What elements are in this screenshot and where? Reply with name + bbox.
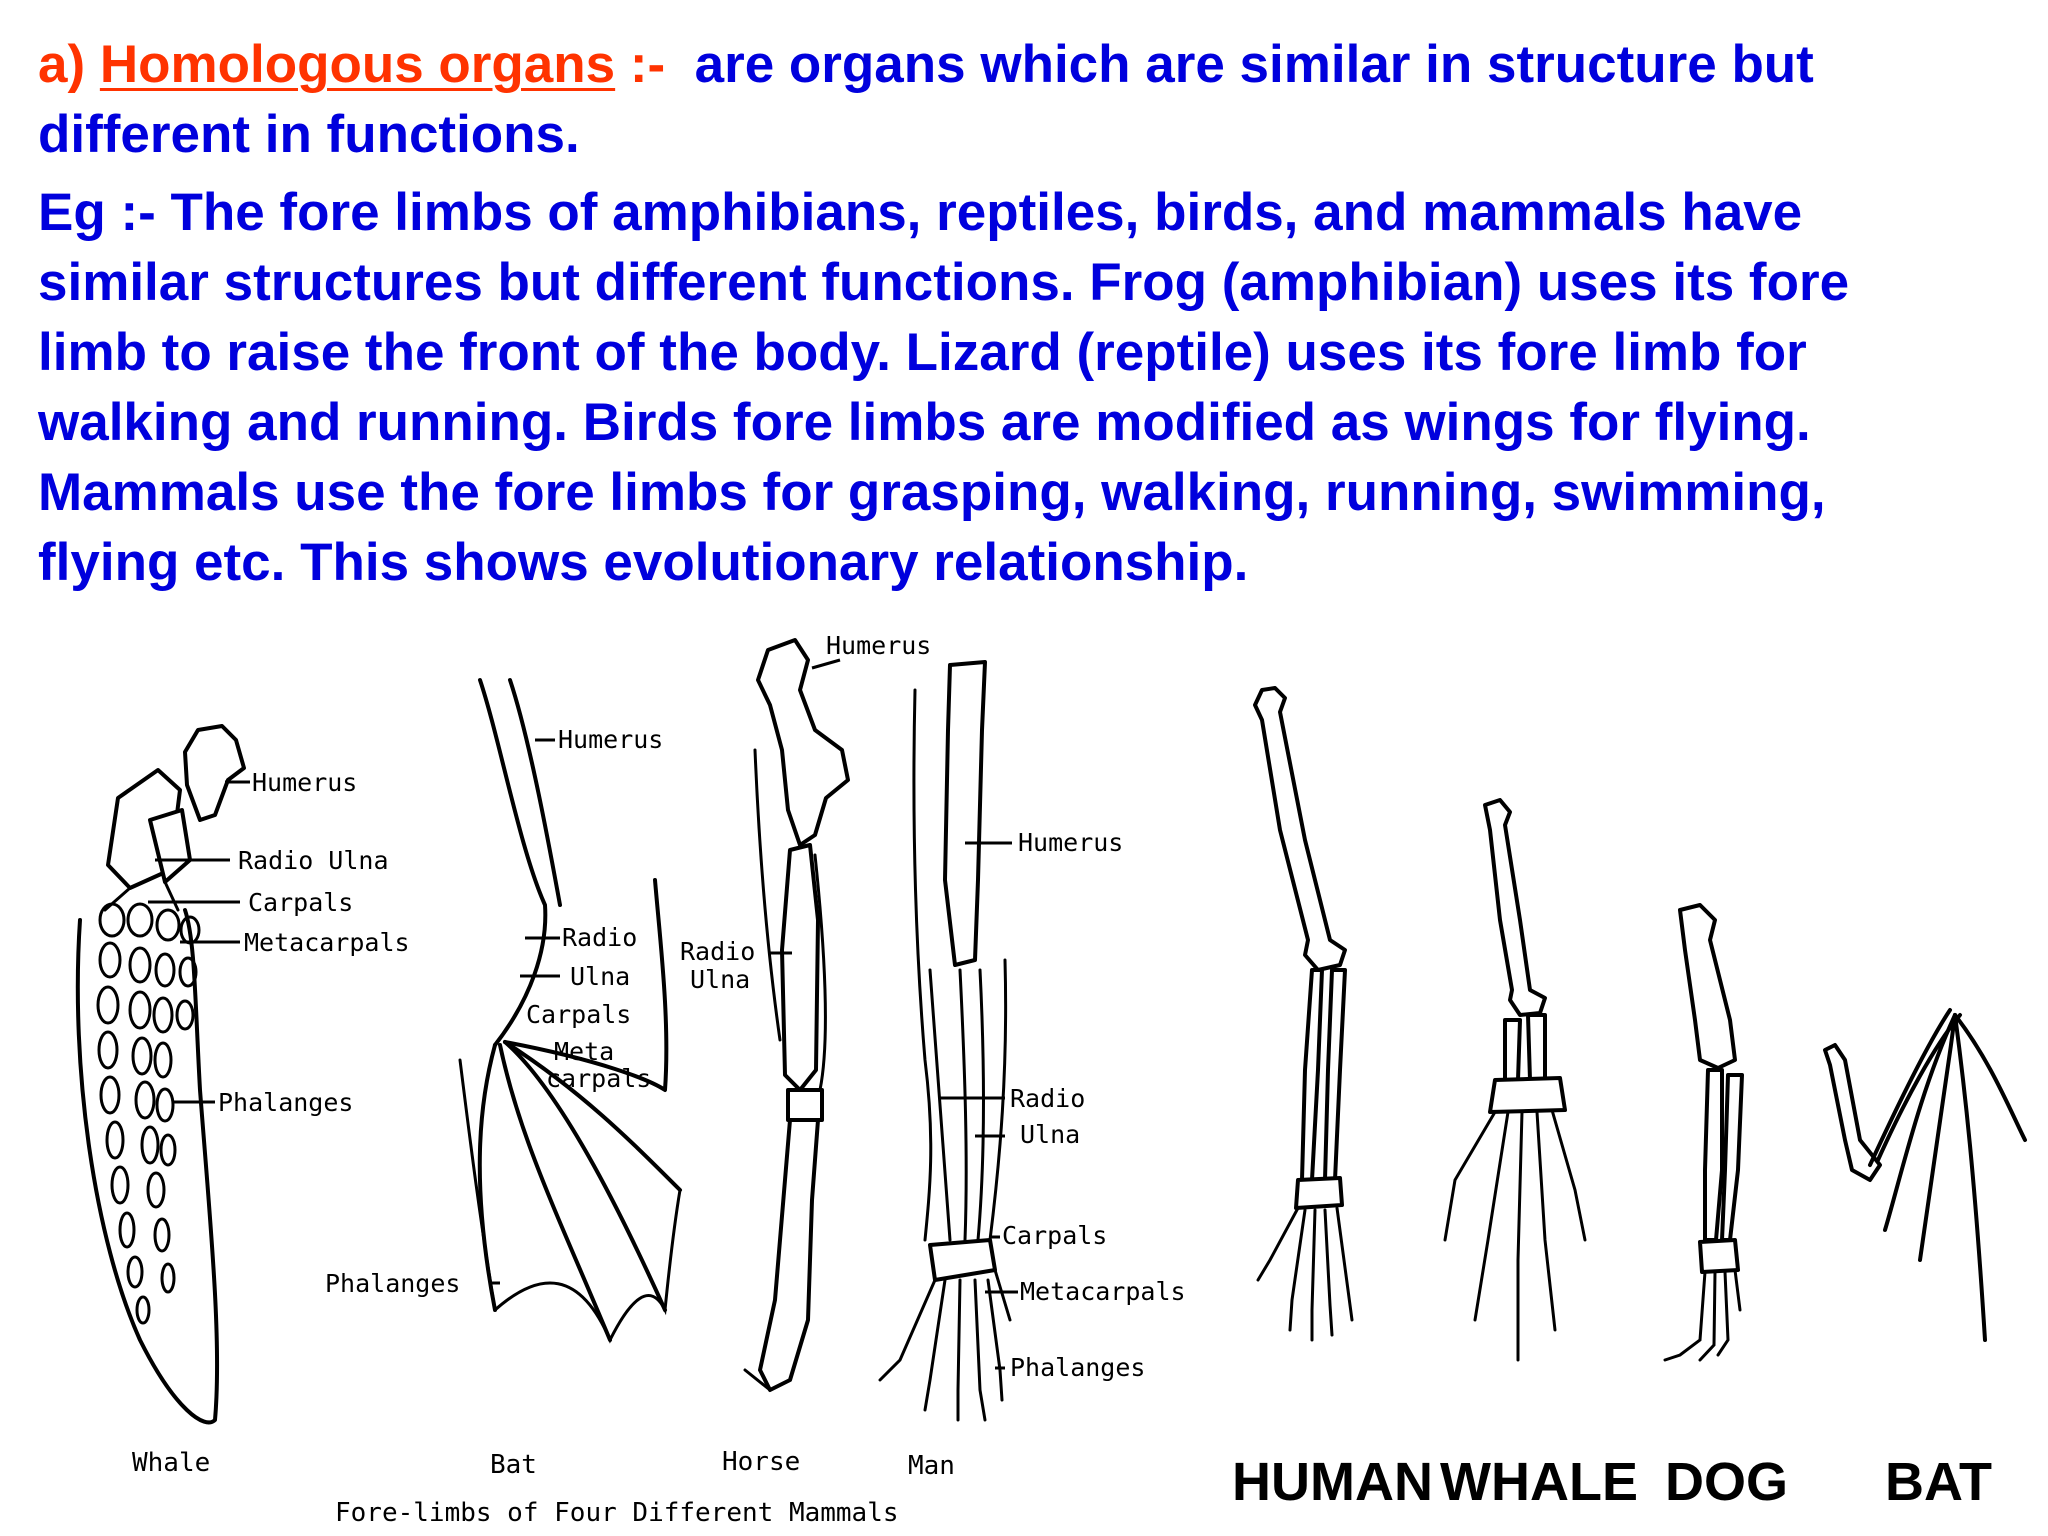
whale-label-carpals: Carpals bbox=[248, 888, 353, 917]
whale-humerus-bone bbox=[183, 724, 246, 822]
man-label-ulna: Ulna bbox=[1020, 1120, 1080, 1149]
four-mammals-figure: Humerus Radio Ulna Carpals Metacarpals P… bbox=[75, 631, 1186, 1528]
bat-label-carpals: Carpals bbox=[526, 1000, 631, 1029]
whale-name: Whale bbox=[132, 1448, 210, 1478]
term-homologous-organs: Homologous organs bbox=[99, 35, 616, 94]
bat-label-phalanges: Phalanges bbox=[325, 1269, 460, 1298]
man-label-carpals: Carpals bbox=[1002, 1221, 1107, 1250]
man-label-phalanges: Phalanges bbox=[1010, 1353, 1145, 1382]
left-figure-caption: Fore-limbs of Four Different Mammals bbox=[335, 1498, 899, 1528]
whale-label-radio-ulna: Radio Ulna bbox=[238, 846, 389, 875]
man-label-metacarpals: Metacarpals bbox=[1020, 1277, 1186, 1306]
horse-leg-drawing: Radio Ulna Horse bbox=[680, 638, 850, 1477]
intro-line-1: a) Homologous organs :- are organs which… bbox=[38, 30, 2028, 100]
whale-label-humerus: Humerus bbox=[252, 768, 357, 797]
bat-label-radio: Radio bbox=[562, 923, 637, 952]
example-line-4: walking and running. Birds fore limbs ar… bbox=[38, 393, 1811, 452]
four-limbs-figure: HUMAN WHALE DOG bbox=[1232, 686, 2027, 1512]
horse-humerus-bone bbox=[756, 638, 850, 847]
horse-name: Horse bbox=[722, 1447, 800, 1477]
definition-line-2: different in functions. bbox=[38, 105, 580, 164]
whale-limb-drawing: WHALE bbox=[1440, 798, 1638, 1512]
whale-label-phalanges: Phalanges bbox=[218, 1088, 353, 1117]
horse-label-ulna: Ulna bbox=[690, 965, 750, 994]
example-line-6: flying etc. This shows evolutionary rela… bbox=[38, 533, 1249, 592]
label-whale: WHALE bbox=[1440, 1452, 1638, 1512]
item-prefix: a) bbox=[38, 35, 100, 94]
whale-label-metacarpals: Metacarpals bbox=[244, 928, 410, 957]
example-line-1: Eg :- The fore limbs of amphibians, rept… bbox=[38, 183, 1803, 242]
example-line-5: Mammals use the fore limbs for grasping,… bbox=[38, 463, 1826, 522]
label-dog: DOG bbox=[1665, 1452, 1788, 1512]
forelimb-diagram: Humerus Radio Ulna Carpals Metacarpals P… bbox=[75, 631, 2027, 1528]
bat-wing-drawing: Humerus Radio Ulna Carpals Meta carpals … bbox=[325, 678, 682, 1480]
whale-flipper-drawing: Humerus Radio Ulna Carpals Metacarpals P… bbox=[75, 724, 410, 1478]
slide-text: a) Homologous organs :- are organs which… bbox=[38, 30, 2028, 598]
term-separator: :- bbox=[615, 35, 666, 94]
bat-limb-drawing: BAT bbox=[1823, 1008, 2027, 1512]
man-humerus-bone bbox=[943, 660, 987, 967]
label-human: HUMAN bbox=[1232, 1452, 1433, 1512]
definition-line-1: are organs which are similar in structur… bbox=[694, 35, 1814, 94]
bat-label-carpals2: carpals bbox=[546, 1064, 651, 1093]
label-bat: BAT bbox=[1885, 1452, 1992, 1512]
bat-label-humerus: Humerus bbox=[558, 725, 663, 754]
man-label-radio: Radio bbox=[1010, 1084, 1085, 1113]
horse-label-radio: Radio bbox=[680, 937, 755, 966]
horse-label-humerus: Humerus bbox=[826, 631, 931, 660]
man-label-humerus: Humerus bbox=[1018, 828, 1123, 857]
bat-label-meta: Meta bbox=[554, 1037, 614, 1066]
bat-name: Bat bbox=[490, 1450, 537, 1480]
man-arm-drawing: Humerus Radio Ulna Carpals Metacarpals P… bbox=[878, 660, 1186, 1481]
human-limb-drawing: HUMAN bbox=[1232, 686, 1433, 1512]
man-name: Man bbox=[908, 1451, 955, 1481]
bat-label-ulna: Ulna bbox=[570, 962, 630, 991]
dog-limb-drawing: DOG bbox=[1663, 903, 1788, 1512]
example-line-3: limb to raise the front of the body. Liz… bbox=[38, 323, 1807, 382]
example-line-2: similar structures but different functio… bbox=[38, 253, 1850, 312]
